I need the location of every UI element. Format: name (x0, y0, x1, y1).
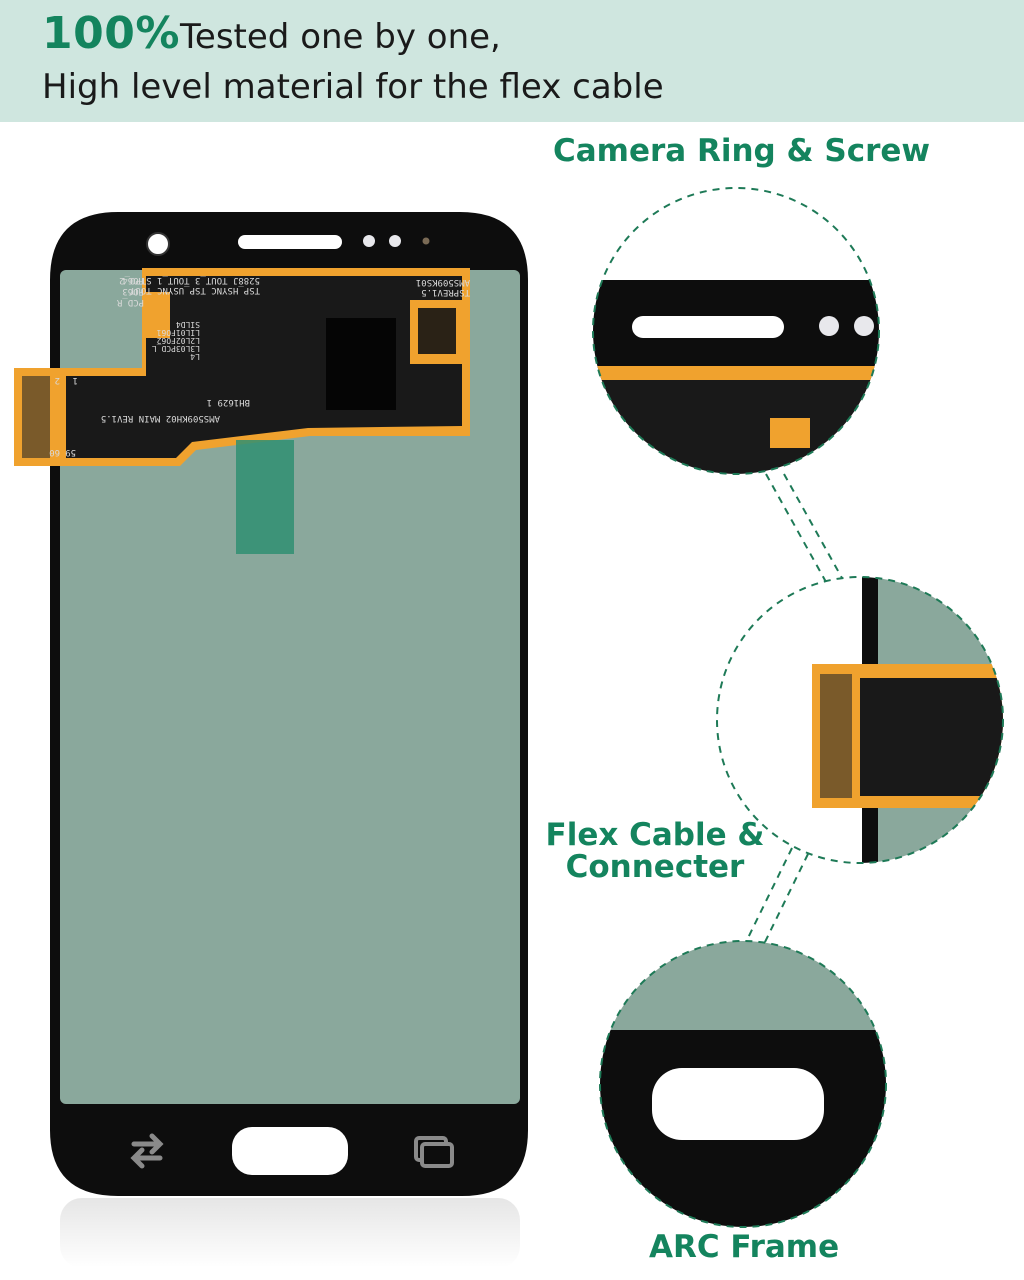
fpc-pin-59: 59 (65, 447, 76, 457)
connector-pins (22, 376, 50, 458)
home-button-slot (232, 1127, 348, 1175)
fpc-label-fo64: FO64 (122, 275, 144, 285)
fpc-pin-1: 1 (73, 375, 78, 385)
zoom-sensor-icon (854, 316, 874, 336)
banner-highlight: 100% (42, 8, 180, 59)
screw-icon (422, 237, 430, 245)
banner-line-2: High level material for the flex cable (42, 67, 664, 107)
fpc-label-sild: SILD4 (176, 320, 200, 329)
fpc-pin-60: 60 (49, 447, 60, 457)
callout-flex-cable: Flex Cable &Connecter (545, 817, 765, 885)
touch-ic (418, 308, 456, 354)
sensor-dot-icon (363, 235, 375, 247)
back-key-icon (130, 1133, 164, 1169)
dashed-connectors (745, 473, 843, 945)
fpc-label-fo63: FO63 (122, 286, 144, 296)
earpiece-slot (238, 235, 342, 249)
fpc-label-ams: AMS509KS01 (416, 277, 470, 287)
phone-lcd-assembly: TSP_HSYNC TSP_USYNC TOUT 5288J TOUT_3 TO… (14, 212, 528, 1196)
fpc-label-pcd: PCD_R (116, 297, 144, 307)
fpc-pin-2: 2 (55, 375, 60, 385)
zoom-flex-connector (716, 576, 1004, 864)
fpc-label-l2l: L2L02FO62 (156, 336, 200, 345)
top-banner: 100%Tested one by one, High level materi… (0, 0, 1024, 122)
zoom-sensor-icon (819, 316, 839, 336)
fpc-label-l4: L4 (190, 352, 200, 361)
phone-reflection (60, 1198, 520, 1268)
fpc-label-model: AMS509KH02 MAIN REV1.5 (101, 413, 220, 423)
sensor-dot-icon (389, 235, 401, 247)
lcd-screen (60, 270, 520, 1104)
recent-apps-key-icon (414, 1136, 454, 1168)
zoom-home-slot (652, 1068, 824, 1140)
driver-chip (326, 318, 396, 410)
adhesive-tab (236, 440, 294, 554)
callout-flex-line-1: Flex Cable & (545, 817, 765, 853)
zoom-earpiece (632, 316, 784, 338)
fpc-label-batch: BH1629 1 (207, 397, 250, 407)
fpc-label-tout: 5288J TOUT_3 TOUT_1 STPO_2 (119, 275, 260, 285)
fpc-silkscreen: TSP_HSYNC TSP_USYNC TOUT 5288J TOUT_3 TO… (49, 275, 470, 457)
fpc-label-l3l: L3L03PCD_L (152, 344, 200, 353)
callout-arc-frame: ARC Frame (649, 1229, 840, 1265)
camera-ring-icon (146, 232, 170, 256)
banner-line-1-text: Tested one by one, (179, 17, 501, 57)
callout-flex-line-2: Connecter (565, 848, 745, 885)
fpc-label-rev: TSPREV1.5 (421, 287, 470, 297)
test-pads (146, 292, 170, 338)
zoom-arc-frame (599, 940, 887, 1228)
fpc-label-tsp: TSP_HSYNC TSP_USYNC TOUT (129, 285, 260, 295)
fpc-label-lil: LIL01FO61 (156, 328, 200, 337)
callout-camera-ring: Camera Ring & Screw (553, 133, 931, 169)
zoom-camera-ring (592, 187, 880, 475)
banner-line-1: 100%Tested one by one, (42, 12, 501, 56)
